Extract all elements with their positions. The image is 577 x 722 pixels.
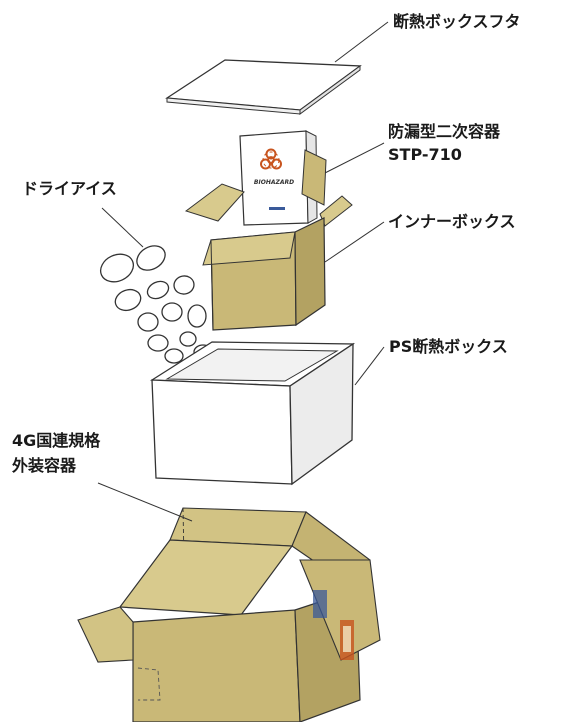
label-outer-line1: 4G国連規格 — [12, 431, 101, 450]
biohazard-icon — [260, 148, 282, 170]
outer-box — [77, 507, 381, 722]
label-secondary-container: 防漏型二次容器 — [388, 122, 501, 141]
label-inner-box: インナーボックス — [388, 212, 516, 231]
leader-line-lid — [334, 21, 389, 63]
leader-line-inner — [324, 221, 385, 263]
insulated-box-lid — [165, 59, 362, 115]
leader-line-secondary — [318, 142, 385, 177]
label-lid: 断熱ボックスフタ — [393, 12, 521, 31]
label-secondary-model: STP-710 — [388, 145, 462, 164]
leader-line-dry-ice — [101, 207, 144, 248]
inner-box — [184, 149, 353, 331]
label-dry-ice: ドライアイス — [22, 179, 117, 198]
leader-line-outer — [97, 482, 193, 522]
label-ps-box: PS断熱ボックス — [389, 337, 508, 356]
container-mark — [269, 207, 285, 210]
biohazard-text: BIOHAZARD — [254, 179, 294, 186]
ps-insulated-box — [149, 341, 356, 486]
leader-line-ps — [354, 346, 385, 386]
label-outer-line2: 外装容器 — [12, 456, 77, 475]
un-mark-label — [313, 590, 327, 618]
